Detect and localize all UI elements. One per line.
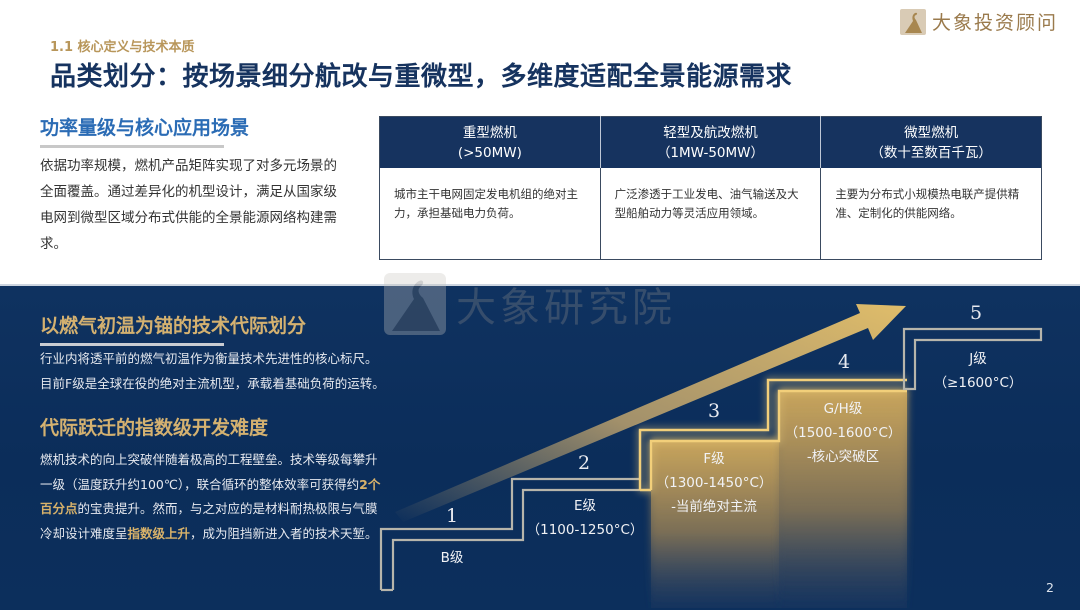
generation-body: 行业内将透平前的燃气初温作为衡量技术先进性的核心标尺。 目前F级是全球在役的绝对… xyxy=(40,347,420,396)
generation-heading-block: 以燃气初温为锚的技术代际划分 xyxy=(40,311,306,346)
step-number-1: 1 xyxy=(445,505,459,527)
step-class: J级 xyxy=(969,351,987,367)
col-range: (>50MW) xyxy=(457,145,522,161)
step-class: G/H级 xyxy=(823,401,863,417)
growth-arrow xyxy=(395,304,906,522)
step-temp: （≥1600°C） xyxy=(933,375,1023,391)
step-number-3: 3 xyxy=(707,400,721,422)
col-header-micro: 微型燃机 （数十至数百千瓦） xyxy=(820,116,1042,168)
step-note: -核心突破区 xyxy=(806,449,880,465)
brand-name: 大象投资顾问 xyxy=(932,12,1059,34)
page-number: 2 xyxy=(1046,580,1054,595)
col-range: （数十至数百千瓦） xyxy=(870,145,992,161)
step-temp: （1100-1250°C） xyxy=(526,522,644,538)
generation-heading: 以燃气初温为锚的技术代际划分 xyxy=(40,315,307,337)
col-name: 轻型及航改燃机 xyxy=(663,125,758,141)
col-name: 重型燃机 xyxy=(462,125,517,141)
text-part: 燃机技术的向上突破伴随着极高的工程壁垒。技术等级每攀升一级（温度跃升约100℃）… xyxy=(40,452,378,492)
highlight-exponential: 指数级上升 xyxy=(127,525,191,541)
col-range: （1MW-50MW） xyxy=(656,145,765,161)
col-header-heavy: 重型燃机 (>50MW) xyxy=(379,116,601,168)
step-label-e: E级 （1100-1250°C） xyxy=(524,494,646,542)
brand: 大象投资顾问 xyxy=(900,8,1058,35)
generation-line-1: 行业内将透平前的燃气初温作为衡量技术先进性的核心标尺。 xyxy=(40,351,378,366)
page-title: 品类划分：按场景细分航改与重微型，多维度适配全景能源需求 xyxy=(50,62,793,92)
step-temp: （1500-1600°C） xyxy=(784,425,902,441)
step-class: B级 xyxy=(440,550,464,566)
power-heading: 功率量级与核心应用场景 xyxy=(40,117,250,139)
elephant-logo-icon xyxy=(900,8,926,35)
heading-underline xyxy=(40,343,224,346)
col-name: 微型燃机 xyxy=(904,125,959,141)
text-part: 的宝贵提升。然而，与之对应的是材料耐热极限与气膜冷却设计难度呈 xyxy=(40,501,378,541)
cell-micro-desc: 主要为分布式小规模热电联产提供精准、定制化的供能网络。 xyxy=(820,168,1042,260)
step-note: -当前绝对主流 xyxy=(671,499,757,515)
difficulty-heading: 代际跃迁的指数级开发难度 xyxy=(40,417,269,439)
step-number-2: 2 xyxy=(577,452,591,474)
step-class: E级 xyxy=(573,498,597,514)
step-number-5: 5 xyxy=(969,302,983,324)
highlight-efficiency: 2个百分点 xyxy=(40,476,381,517)
step-number-4: 4 xyxy=(837,351,851,373)
generation-line-2: 目前F级是全球在役的绝对主流机型，承载着基础负荷的运转。 xyxy=(40,375,385,391)
step-label-gh: G/H级 （1500-1600°C） -核心突破区 xyxy=(780,397,906,469)
step-label-b: B级 xyxy=(402,546,502,570)
turbine-comparison-table: 重型燃机 (>50MW) 轻型及航改燃机 （1MW-50MW） 微型燃机 （数十至数百… xyxy=(379,116,1042,260)
difficulty-body: 燃机技术的向上突破伴随着极高的工程壁垒。技术等级每攀升一级（温度跃升约100℃）… xyxy=(40,448,382,546)
power-body: 依据功率规模，燃机产品矩阵实现了对多元场景的全面覆盖。通过差异化的机型设计，满足… xyxy=(40,158,337,252)
heading-underline xyxy=(40,145,224,148)
step-label-j: J级 （≥1600°C） xyxy=(916,347,1040,395)
cell-heavy-desc: 城市主干电网固定发电机组的绝对主力，承担基础电力负荷。 xyxy=(379,168,601,260)
text-part: ，成为阻挡新进入者的技术天堑。 xyxy=(190,525,378,541)
step-temp: （1300-1450°C） xyxy=(655,475,773,491)
col-header-light: 轻型及航改燃机 （1MW-50MW） xyxy=(600,116,822,168)
step-class: F级 xyxy=(703,451,725,467)
power-heading-block: 功率量级与核心应用场景 xyxy=(40,113,249,148)
cell-light-desc: 广泛渗透于工业发电、油气输送及大型船舶动力等灵活应用领域。 xyxy=(600,168,822,260)
step-label-f: F级 （1300-1450°C） -当前绝对主流 xyxy=(652,447,776,519)
section-tag: 1.1 核心定义与技术本质 xyxy=(50,40,195,55)
